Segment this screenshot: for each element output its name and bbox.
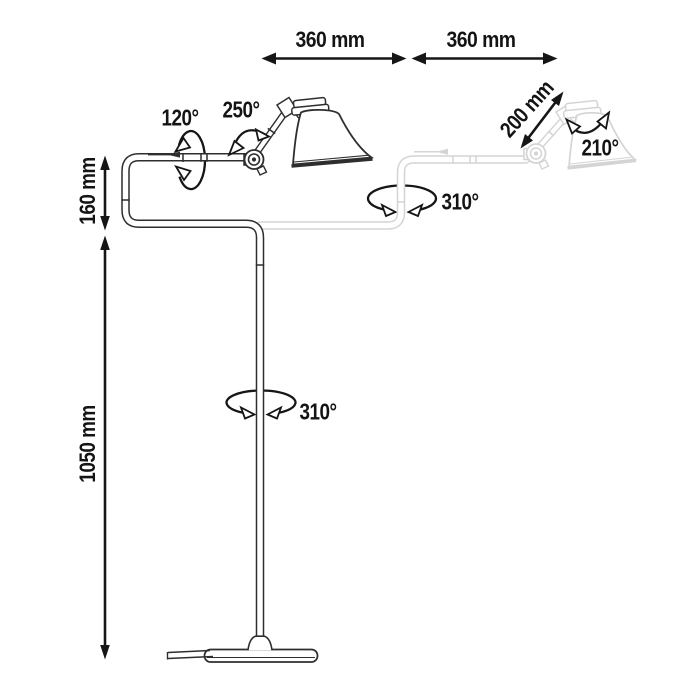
ghost-shade-bell [568, 111, 638, 168]
ghost-elbow-pin [534, 151, 538, 156]
elbow-screw [256, 165, 268, 176]
rotation-label-pole: 310° [299, 398, 337, 425]
shade-rim-inner [293, 154, 370, 163]
pole-rotation-arrowhead-left [239, 405, 257, 420]
solid-lamp [121, 96, 374, 663]
ghost-lamp [255, 99, 638, 230]
upper-tube-rotation-arrowhead-left [380, 203, 398, 218]
arm-pointer [167, 151, 180, 158]
lamp-tube [121, 152, 265, 641]
elbow-pin [251, 157, 257, 162]
rotation-label-arm-axis: 120° [161, 104, 199, 131]
rotation-label-shade: 210° [581, 134, 619, 161]
elbow-rotation-arrowhead-left [227, 139, 246, 157]
ghost-forearm-joint [547, 130, 555, 137]
ghost-shade-rim [567, 158, 637, 170]
pole-rotation-arrowhead-right [265, 405, 283, 420]
dim-label-riser: 160 mm [75, 157, 100, 225]
dim-label-pole: 1050 mm [75, 405, 100, 483]
rotation-label-elbow: 250° [222, 96, 260, 123]
ghost-tube [255, 155, 531, 230]
dim-label-arm-span-left: 360 mm [295, 27, 365, 52]
rotation-label-upper-tube: 310° [441, 188, 479, 215]
arm-rotation-arrowhead-bottom [174, 164, 192, 182]
shade-rotation-arc [564, 110, 611, 136]
elbow-rotation-arrowhead-right [254, 127, 272, 142]
shade-rotation-arrowhead-right [596, 110, 611, 131]
ghost-arm-pointer [436, 148, 448, 155]
ghost-elbow-screw [538, 159, 550, 170]
shade-rotation-arrowhead-left [564, 117, 582, 136]
dimension-arrows [100, 52, 564, 660]
upper-tube-rotation-arrowhead-right [406, 203, 424, 218]
dim-forearm-line [524, 98, 560, 142]
shade-rim [291, 157, 373, 168]
ghost-shade-rim-inner [569, 156, 634, 165]
arm-rotation-arrowhead-top [173, 136, 192, 153]
elbow-rotation-arc [227, 127, 272, 157]
base-stem [247, 635, 273, 651]
forearm-joint [267, 127, 276, 135]
dim-label-arm-span-right: 360 mm [446, 27, 516, 52]
power-cord [166, 649, 214, 660]
shade-bell [292, 108, 374, 166]
base-plate [203, 648, 319, 663]
